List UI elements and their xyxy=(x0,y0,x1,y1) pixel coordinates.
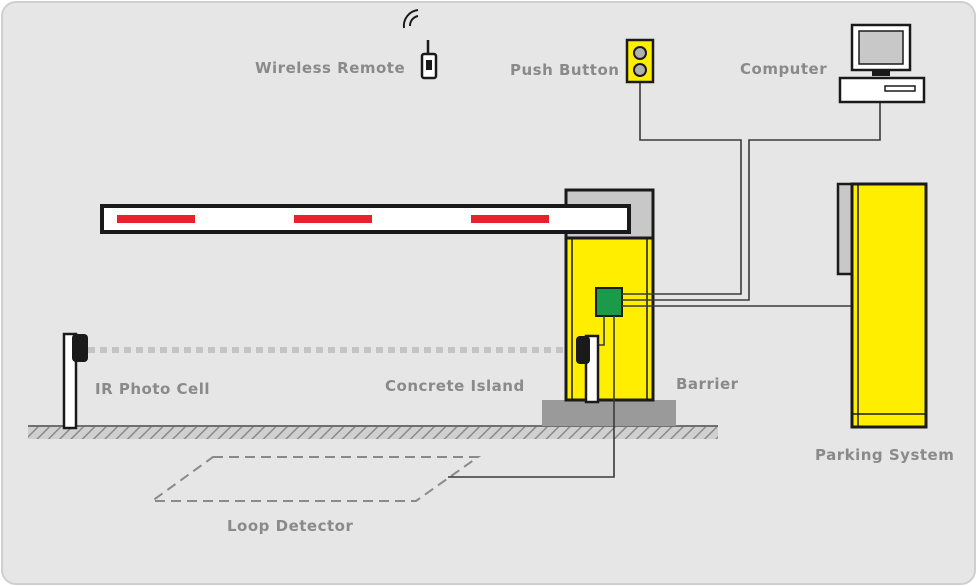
wireless-remote-icon xyxy=(402,9,438,80)
boom-arm xyxy=(100,204,631,234)
label-computer: Computer xyxy=(740,60,827,78)
parking-system-cabinet xyxy=(836,182,928,429)
loop-detector xyxy=(148,456,482,502)
computer-icon xyxy=(838,23,926,104)
push-button-device xyxy=(625,38,655,84)
wiring xyxy=(448,82,881,478)
controller-box xyxy=(595,287,623,317)
label-ir-photo-cell: IR Photo Cell xyxy=(95,380,210,398)
concrete-island xyxy=(542,400,676,426)
label-concrete-island: Concrete Island xyxy=(385,377,525,395)
label-loop-detector: Loop Detector xyxy=(227,517,353,535)
ir-photo-cell xyxy=(62,332,88,430)
label-barrier: Barrier xyxy=(676,375,739,393)
label-wireless-remote: Wireless Remote xyxy=(255,59,405,77)
label-parking-system: Parking System xyxy=(815,446,954,464)
label-push-button: Push Button xyxy=(510,61,619,79)
ir-receiver xyxy=(576,334,600,404)
